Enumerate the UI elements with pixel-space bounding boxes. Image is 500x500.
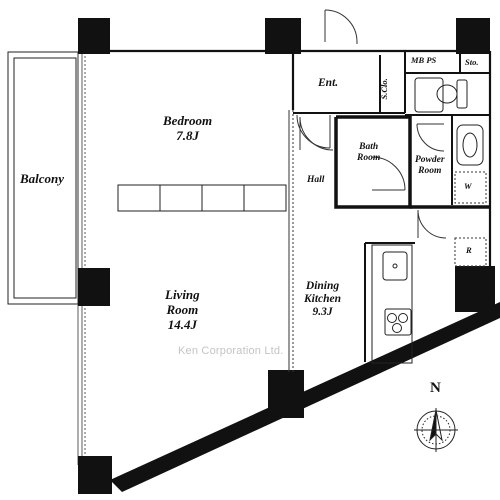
- washbasin-icon: [456, 124, 484, 166]
- toilet-icon: [414, 77, 468, 113]
- fridge-label: R: [466, 245, 472, 255]
- window-wall: [77, 52, 86, 465]
- shoe-closet-label: S.Clo.: [378, 78, 389, 100]
- powder-name-2: Room: [418, 165, 442, 176]
- powder-name-1: Powder: [415, 155, 445, 165]
- compass-north-label: N: [430, 380, 441, 396]
- inner-walls: [293, 51, 490, 362]
- entrance-label: Ent.: [318, 77, 339, 89]
- living-size: 14.4J: [167, 316, 197, 332]
- outer-walls: [78, 49, 492, 310]
- washer-label: W: [464, 181, 472, 191]
- balcony-label: Balcony: [20, 171, 65, 186]
- dining-kitchen-label: Dining Kitchen 9.3J: [304, 280, 341, 320]
- bath-walls: [334, 115, 490, 209]
- diagonal-wall: [110, 302, 500, 492]
- dining-name-2: Kitchen: [304, 293, 342, 306]
- dining-size: 9.3J: [312, 306, 333, 319]
- living-name-1: Living: [165, 287, 200, 302]
- storage-label: Sto.: [465, 57, 479, 67]
- living-room-label: Living Room 14.4J: [165, 287, 200, 333]
- bath-name-1: Bath: [359, 142, 379, 152]
- sliding-partition: [288, 110, 294, 372]
- appliance-spaces: [454, 171, 487, 267]
- structural-columns: [78, 18, 495, 494]
- hall-label: Hall: [307, 175, 325, 185]
- watermark-text: Ken Corporation Ltd.: [178, 345, 284, 357]
- bath-name-2: Room: [357, 152, 381, 163]
- mb-ps-label: MB PS: [411, 55, 437, 65]
- closet: [117, 184, 287, 212]
- bedroom-label: Bedroom 7.8J: [163, 113, 213, 144]
- bedroom-name: Bedroom: [163, 113, 213, 128]
- powder-room-label: Powder Room: [415, 155, 445, 177]
- bedroom-size: 7.8J: [176, 127, 199, 143]
- bath-room-label: Bath Room: [357, 142, 380, 164]
- compass-icon: [414, 408, 458, 452]
- entrance-door: [324, 9, 358, 44]
- kitchen-counter: [371, 244, 413, 364]
- swing-doors: [296, 114, 447, 239]
- dining-name-1: Dining: [305, 280, 340, 292]
- living-name-2: Room: [166, 301, 199, 317]
